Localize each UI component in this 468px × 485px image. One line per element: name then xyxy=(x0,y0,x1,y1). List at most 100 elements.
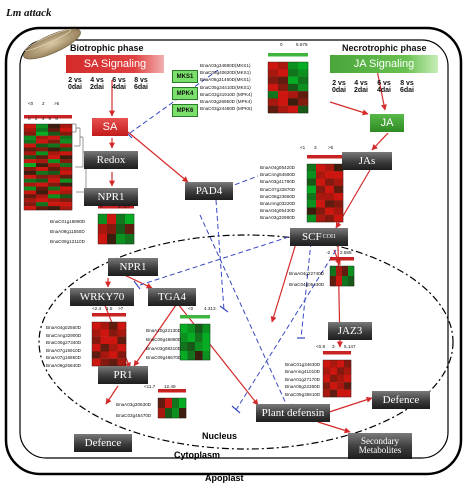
heatmap-legend-bar xyxy=(330,257,354,261)
heatmap-cell xyxy=(325,214,335,223)
jaz3-node: JAZ3 xyxy=(328,322,372,340)
heatmap-cell xyxy=(48,206,61,211)
heatmap-frame xyxy=(157,397,187,419)
heatmap-cell xyxy=(307,164,317,172)
heatmap-cell xyxy=(336,276,343,287)
heatmap-cell xyxy=(109,322,118,330)
heatmap-cell xyxy=(98,214,108,225)
heatmap-cell xyxy=(48,147,61,152)
jaz-scale-min: <0.8 xyxy=(316,344,326,349)
heatmap-cell xyxy=(117,322,127,330)
heatmap-cell xyxy=(36,135,49,140)
heatmap-cell xyxy=(24,202,37,207)
heatmap-cell xyxy=(48,170,61,176)
heatmap-cell xyxy=(60,135,73,140)
heatmap-cell xyxy=(316,207,326,215)
heatmap-cell xyxy=(278,69,289,77)
heatmap-cell xyxy=(36,190,49,195)
jas-scale-mid: 3 xyxy=(314,145,317,150)
sa-comparison-3: 6 vs 4dai xyxy=(111,77,126,92)
heatmap-cell xyxy=(48,190,61,195)
gene: BnaA09g25840D xyxy=(46,362,81,368)
heatmap-cell xyxy=(348,276,355,287)
heatmap-cell xyxy=(202,342,211,352)
heatmap-cell xyxy=(48,127,61,133)
heatmap-cell xyxy=(100,329,110,337)
heatmap-cell xyxy=(48,135,61,140)
heatmap-cell xyxy=(92,329,101,337)
heatmap-cell xyxy=(24,159,37,164)
heatmap-cell xyxy=(117,336,127,345)
gene: BnaC05g35610D xyxy=(285,391,321,397)
heatmap-cell xyxy=(179,398,187,409)
heatmap-cell xyxy=(316,171,326,179)
sa-scale-min: <0 xyxy=(28,101,34,106)
heatmap-cell xyxy=(98,234,108,245)
heatmap-cell xyxy=(60,182,73,187)
heatmap-cell xyxy=(117,351,127,359)
heatmap-cell xyxy=(60,143,73,148)
gene: BnaC09g12110D xyxy=(50,239,85,244)
heatmap-cell xyxy=(98,224,108,235)
heatmap-cell xyxy=(330,389,338,398)
heatmap-cell xyxy=(323,382,331,390)
gene: BnaC06g40620D(MKS1) xyxy=(200,70,251,76)
gene: BnaA06g31460D(MKS1) xyxy=(200,77,251,83)
npr1-scale-min: 0 xyxy=(100,204,103,209)
jas-gene-list: BnaA04g05420D BnaCnng54590D BnaA03g41780… xyxy=(260,164,295,222)
heatmap-cell xyxy=(107,224,117,235)
plant-defensin-node: Plant defensin xyxy=(256,404,330,422)
heatmap-jaz3-genes xyxy=(322,351,352,398)
heatmap-cell xyxy=(278,83,289,92)
gene: BnaA05g22360D xyxy=(285,384,320,390)
heatmap-cell xyxy=(24,155,37,160)
cytoplasm-membrane xyxy=(19,39,449,459)
heatmap-frame xyxy=(179,323,211,361)
heatmap-cell xyxy=(334,193,344,201)
heatmap-cell xyxy=(348,266,355,277)
heatmap-cell xyxy=(180,351,188,361)
heatmap-cell xyxy=(24,127,37,133)
gene: BnaA04g05420D xyxy=(260,165,295,170)
heatmap-cell xyxy=(36,206,49,211)
tga4-node: TGA4 xyxy=(148,288,196,306)
sa-comparison-1: 2 vs 0dai xyxy=(67,77,82,92)
heatmap-cell xyxy=(100,351,110,359)
heatmap-jas-genes xyxy=(306,155,344,223)
heatmap-cell xyxy=(24,170,37,176)
heatmap-frame xyxy=(329,265,355,287)
heatmap-cell xyxy=(60,139,73,144)
heatmap-cell xyxy=(48,139,61,144)
pr1-node: PR1 xyxy=(98,366,148,384)
heatmap-cell xyxy=(36,186,49,191)
heatmap-cell xyxy=(100,358,110,367)
cytoplasm-label: Cytoplasm xyxy=(174,450,221,460)
heatmap-cell xyxy=(323,367,331,375)
heatmap-cell xyxy=(48,167,61,172)
heatmap-cell xyxy=(288,105,299,114)
biotrophic-phase-label: Biotrophic phase xyxy=(70,43,144,53)
heatmap-cell xyxy=(60,163,73,168)
heatmap-legend-bar xyxy=(307,155,343,159)
heatmap-frame xyxy=(322,359,352,398)
heatmap-cell xyxy=(202,333,211,343)
heatmap-cell xyxy=(180,342,188,352)
heatmap-legend-bar xyxy=(98,205,134,209)
heatmap-cell xyxy=(109,351,118,359)
sa-comparison-4: 8 vs 6dai xyxy=(133,77,148,92)
heatmap-cell xyxy=(60,124,73,129)
jaz-gene-list: BnaC01g34630D BnaAnng41010D BnaA01g27170… xyxy=(285,361,320,398)
heatmap-scf-genes xyxy=(329,257,355,287)
gene: BnaC04g05430D xyxy=(289,282,325,287)
heatmap-cell xyxy=(165,408,173,419)
scf-scale-min: -2 xyxy=(326,250,331,255)
heatmap-cell xyxy=(60,155,73,160)
heatmap-cell xyxy=(60,178,73,183)
heatmap-cell xyxy=(117,344,127,352)
scf-gene-list: BnaA04g22740D BnaC04g05430D xyxy=(289,268,324,290)
heatmap-cell xyxy=(334,164,344,172)
heatmap-cell xyxy=(336,266,343,277)
heatmap-cell xyxy=(288,76,299,85)
heatmap-cell xyxy=(334,207,344,215)
